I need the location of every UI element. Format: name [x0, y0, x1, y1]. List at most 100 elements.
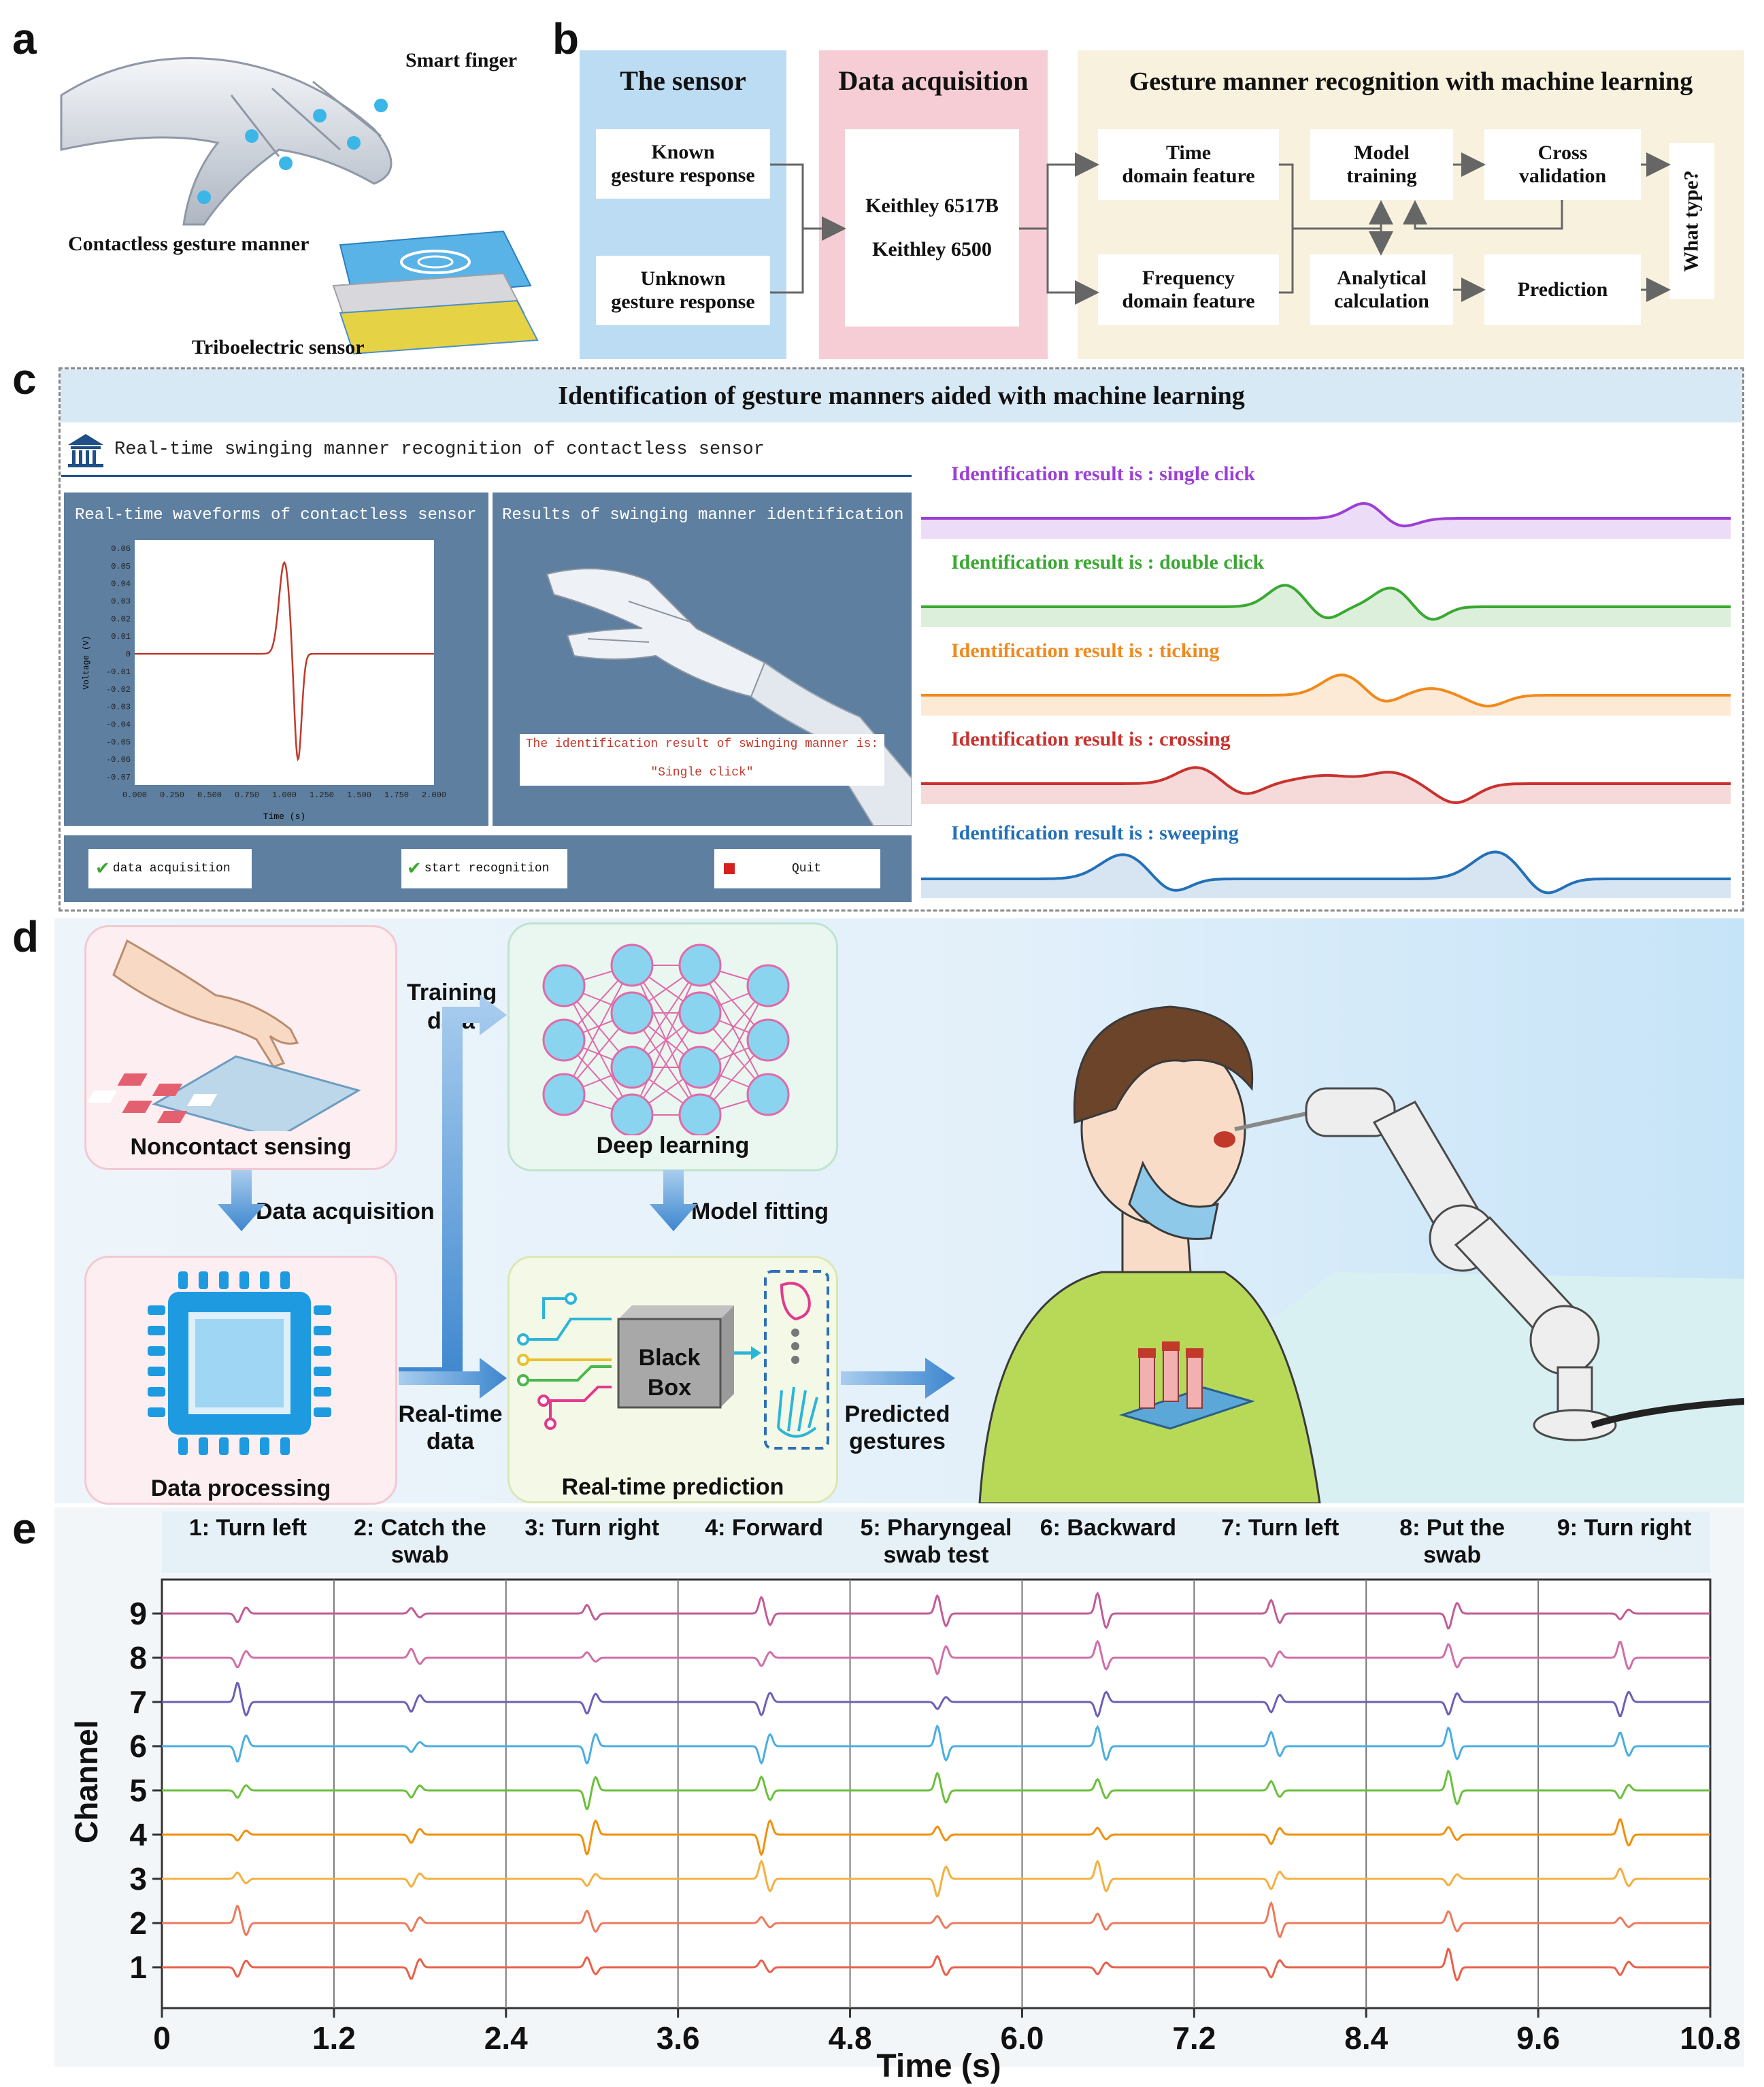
prediction-diagram — [517, 1270, 829, 1450]
data-processing-card: Data processing — [84, 1256, 397, 1505]
known-line1: Known — [651, 141, 715, 163]
result-label: Identification result is : single click — [951, 463, 1255, 485]
waveform-ytick-label: 0.01 — [111, 632, 131, 641]
unknown-line1: Unknown — [640, 267, 726, 290]
robot-arm — [1305, 1087, 1617, 1441]
result-trace-fill — [921, 503, 1731, 539]
open-hand-icon — [777, 1386, 818, 1438]
gesture-header: 9: Turn right — [1538, 1514, 1710, 1541]
x-tick-label: 1.2 — [312, 2020, 356, 2056]
bank-icon — [67, 433, 105, 468]
black-box-line1: Black — [638, 1345, 701, 1371]
nn-node — [610, 944, 654, 987]
gesture-header-line: 2: Catch the — [354, 1515, 486, 1541]
results-panel: Results of swinging manner identificatio… — [493, 492, 912, 826]
nn-edge — [563, 965, 633, 1095]
panel-a — [54, 20, 544, 367]
model-training-line1: Model — [1354, 141, 1410, 164]
gesture-header: 4: Forward — [678, 1514, 850, 1541]
time-feature-box: Time domain feature — [1098, 129, 1279, 200]
result-trace — [921, 850, 1731, 895]
deep-learning-card: Deep learning — [507, 922, 838, 1171]
waveform-ytick-label: 0.05 — [111, 562, 131, 571]
start-recognition-button[interactable]: ✔ start recognition — [401, 849, 567, 888]
waveform-ytick-label: 0 — [126, 650, 131, 659]
ml-title: Gesture manner recognition with machine … — [1129, 67, 1693, 96]
x-tick-label: 7.2 — [1172, 2020, 1216, 2056]
result-label: Identification result is : crossing — [951, 728, 1231, 750]
gesture-header-line: 8: Put the — [1399, 1515, 1505, 1541]
time-axis-label: Time (s) — [876, 2048, 1001, 2084]
result-traces: Identification result is : single clickI… — [921, 463, 1731, 899]
x-tick-label: 0 — [153, 2020, 171, 2056]
y-tick-label: 1 — [129, 1950, 147, 1985]
freq-feature-line2: domain feature — [1122, 290, 1255, 312]
nn-node — [542, 964, 586, 1007]
y-tick-label: 5 — [129, 1773, 147, 1808]
sensor-title: The sensor — [620, 65, 746, 96]
quit-label: Quit — [792, 862, 822, 875]
data-acq-label: Data acquisition — [256, 1199, 435, 1224]
result-trace — [921, 584, 1731, 621]
start-recognition-label: start recognition — [424, 862, 550, 875]
waveform-xtick-label: 1.750 — [384, 790, 409, 800]
data-processing-label: Data processing — [150, 1475, 331, 1501]
panel-label-e: e — [12, 1504, 37, 1553]
cross-line1: Cross — [1537, 141, 1588, 164]
result-label: Identification result is : sweeping — [951, 822, 1239, 844]
waveform-xtick-label: 1.500 — [347, 790, 371, 800]
waveform-yticks: 0.060.050.040.030.020.010-0.01-0.02-0.03… — [106, 544, 131, 782]
label-contactless: Contactless gesture manner — [68, 233, 310, 255]
channel-trace — [162, 1859, 1710, 1898]
unknown-response-box: Unknown gesture response — [596, 256, 770, 325]
deep-learning-label: Deep learning — [596, 1133, 750, 1158]
y-tick-label: 8 — [129, 1640, 147, 1675]
result-label: Identification result is : double click — [951, 551, 1265, 573]
quit-button[interactable]: Quit — [714, 849, 880, 888]
x-tick-label: 3.6 — [656, 2020, 700, 2056]
result-trace-fill — [921, 767, 1731, 804]
result-line1: The identification result of swinging ma… — [525, 737, 879, 751]
result-label: Identification result is : ticking — [951, 639, 1219, 662]
model-training-box: Model training — [1310, 129, 1453, 200]
nn-node — [746, 1073, 790, 1116]
time-feature-line1: Time — [1165, 141, 1212, 164]
analytical-line2: calculation — [1334, 290, 1429, 312]
realtime-data-label-1: Real-time — [398, 1401, 503, 1427]
robot-hand-illustration — [60, 57, 539, 355]
result-line2: "Single click" — [650, 766, 754, 780]
check-icon: ✔ — [95, 858, 110, 878]
waveform-ytick-label: -0.07 — [106, 773, 131, 782]
noncontact-card: Noncontact sensing — [84, 925, 397, 1170]
black-box-line2: Box — [647, 1375, 692, 1401]
label-triboelectric: Triboelectric sensor — [192, 336, 365, 358]
waveform-ytick-label: -0.04 — [106, 720, 131, 729]
waveform-ytick-label: 0.04 — [111, 580, 131, 589]
waveform-xtick-label: 1.250 — [310, 790, 334, 800]
waveform-xtick-label: 1.000 — [272, 790, 297, 800]
panel-b-arrows — [770, 152, 1671, 305]
prediction-label: Prediction — [1517, 278, 1608, 301]
data-acquisition-button[interactable]: ✔ data acquisition — [88, 849, 252, 888]
unknown-line2: gesture response — [611, 290, 755, 313]
gesture-header-line: 3: Turn right — [525, 1515, 660, 1541]
waveform-ytick-label: -0.06 — [106, 755, 131, 765]
waveform-chart: 0.060.050.040.030.020.010-0.01-0.02-0.03… — [82, 540, 446, 822]
waveform-ylabel: Voltage (V) — [82, 635, 91, 689]
channel-trace — [162, 1682, 1710, 1718]
waveform-xtick-label: 0.500 — [197, 790, 222, 800]
gesture-header-line: 4: Forward — [705, 1515, 823, 1541]
y-tick-label: 9 — [129, 1596, 147, 1631]
result-trace — [921, 766, 1731, 804]
waveform-xtick-label: 2.000 — [422, 790, 446, 800]
gesture-header-line: swab — [390, 1542, 449, 1568]
hand-touch-icon — [87, 939, 361, 1139]
analytical-line1: Analytical — [1337, 267, 1427, 289]
data-acquisition-label: data acquisition — [112, 862, 231, 875]
nn-node — [610, 991, 654, 1035]
gesture-header-line: 9: Turn right — [1557, 1515, 1692, 1541]
channel-trace — [162, 1947, 1710, 1982]
noncontact-label: Noncontact sensing — [130, 1134, 352, 1160]
